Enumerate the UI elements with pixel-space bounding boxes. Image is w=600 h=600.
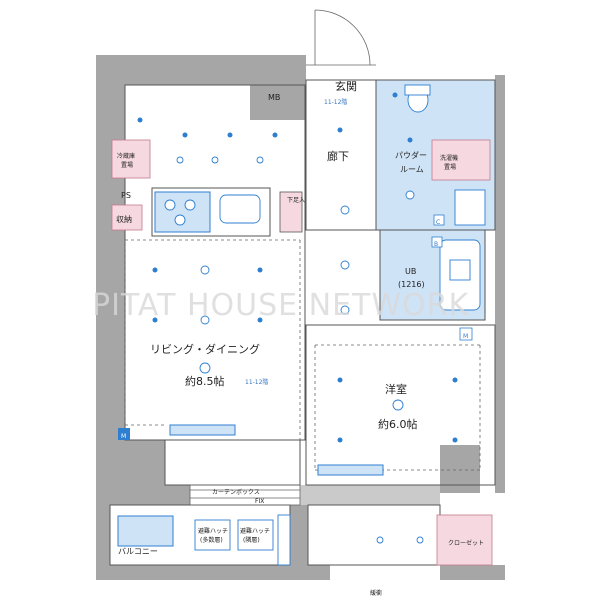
- ac-units: [169, 424, 384, 476]
- kitchen: [151, 187, 303, 237]
- label-washer: 洗濯機: [440, 154, 458, 162]
- label-shoe-storage: 下足入: [287, 197, 305, 204]
- light-dots: [137, 92, 458, 544]
- label-powder: パウダー: [395, 150, 427, 160]
- label-kaidan: 緩衝: [370, 589, 382, 597]
- entrance-door: [306, 9, 376, 66]
- label-entrance: 玄関: [335, 79, 357, 93]
- label-m1: M: [121, 433, 126, 440]
- label-ub-size: (1216): [398, 280, 425, 289]
- label-ldk: リビング・ダイニング: [150, 342, 260, 356]
- exterior-walls: [96, 55, 505, 580]
- label-hallway: 廊下: [327, 149, 349, 163]
- label-entrance-note: 11-12階: [324, 98, 347, 106]
- label-closet: クローゼット: [448, 539, 484, 547]
- label-curtain-box: カーテンボックス: [212, 488, 260, 496]
- bath-fixtures: [404, 84, 486, 311]
- labels: 玄関 11-12階 MB 廊下 パウダー ルーム UB (1216) リビング・…: [116, 79, 484, 597]
- label-m2: M: [463, 333, 468, 340]
- label-western-size: 約6.0帖: [378, 417, 418, 431]
- label-outdoor1b: (多数層): [200, 536, 223, 544]
- label-fridge2: 置場: [121, 161, 133, 169]
- storage-areas: [111, 139, 493, 566]
- balcony-items: [117, 514, 291, 566]
- label-ldk-size: 約8.5帖: [185, 374, 225, 388]
- label-fridge: 冷蔵庫: [117, 152, 135, 160]
- label-ldk-note: 11-12階: [245, 378, 268, 386]
- label-washer2: 置場: [444, 163, 456, 171]
- label-c: C: [436, 219, 440, 226]
- label-outdoor1: 避難ハッチ: [198, 527, 228, 535]
- label-powder2: ルーム: [400, 165, 424, 174]
- watermark: PITAT HOUSE NETWORK: [92, 288, 469, 323]
- label-outdoor2: 避難ハッチ: [240, 527, 270, 535]
- label-fix: FIX: [255, 498, 264, 505]
- label-storage: 収納: [116, 214, 132, 224]
- label-ps: PS: [121, 191, 131, 200]
- label-b: B: [434, 241, 438, 248]
- label-western: 洋室: [385, 382, 407, 396]
- label-outdoor2b: (隣層): [243, 536, 260, 544]
- label-balcony: バルコニー: [118, 547, 158, 556]
- label-ub: UB: [405, 267, 416, 276]
- label-mb: MB: [268, 93, 280, 102]
